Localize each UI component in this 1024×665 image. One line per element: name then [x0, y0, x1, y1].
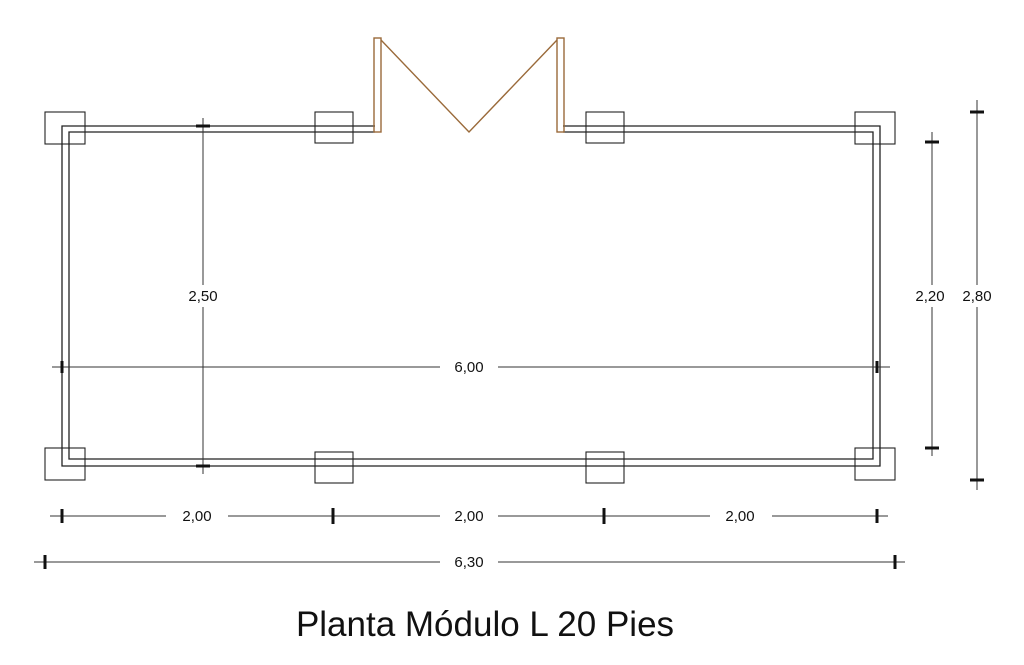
plan-title: Planta Módulo L 20 Pies — [295, 605, 675, 644]
columns — [44, 111, 896, 484]
dim-bay-2: 2,00 — [454, 508, 483, 525]
dim-bay-3: 2,00 — [725, 508, 754, 525]
double-door — [373, 37, 565, 134]
walls — [61, 125, 881, 467]
dimension-lines — [34, 100, 984, 569]
dim-wall-depth: 2,20 — [915, 288, 944, 305]
dim-overall-length: 6,30 — [454, 554, 483, 571]
dim-overall-depth: 2,80 — [962, 288, 991, 305]
dim-interior-depth: 2,50 — [188, 288, 217, 305]
dim-bay-1: 2,00 — [182, 508, 211, 525]
dim-interior-length: 6,00 — [454, 359, 483, 376]
